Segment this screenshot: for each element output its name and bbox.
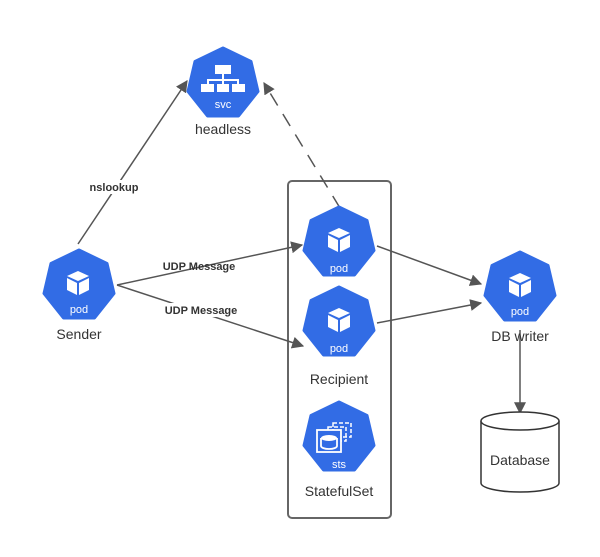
statefulset-icon [316, 422, 352, 453]
edge-label-udp-1: UDP Message [163, 261, 236, 273]
edge-labels: nslookup UDP Message UDP Message [86, 180, 241, 317]
database-node[interactable]: Database [480, 411, 560, 493]
db-writer-pod-node[interactable]: pod DB writer [483, 250, 557, 344]
edge-recipient2-dbwriter [376, 299, 483, 324]
headless-icon-text: svc [215, 99, 232, 111]
recipient-pod-1-node[interactable]: pod [302, 205, 376, 277]
recipient-label: Recipient [310, 371, 368, 387]
edge-sender-recipient-1 [116, 241, 304, 286]
edge-recipient-headless [263, 81, 341, 209]
database-label: Database [490, 452, 550, 468]
service-icon [201, 65, 245, 92]
headless-service-node[interactable]: svc headless [186, 46, 260, 137]
sender-pod-node[interactable]: pod Sender [42, 248, 116, 342]
statefulset-node[interactable]: sts StatefulSet [302, 400, 376, 499]
statefulset-icon-text: sts [332, 459, 347, 471]
statefulset-group-box [287, 180, 392, 519]
edge-label-udp-2: UDP Message [165, 305, 238, 317]
db-writer-icon-text: pod [511, 306, 529, 318]
edge-sender-headless [77, 80, 188, 245]
sender-icon-text: pod [70, 304, 88, 316]
headless-label: headless [195, 121, 251, 137]
db-writer-label: DB writer [491, 328, 549, 344]
recipient-pod-2-icon-text: pod [330, 343, 348, 355]
statefulset-label: StatefulSet [305, 483, 374, 499]
edge-label-nslookup: nslookup [90, 182, 139, 194]
recipient-pod-1-icon-text: pod [330, 263, 348, 275]
edge-recipient1-dbwriter [376, 245, 483, 286]
edges [77, 80, 526, 415]
sender-label: Sender [56, 326, 101, 342]
recipient-pod-2-node[interactable]: pod Recipient [302, 285, 376, 387]
